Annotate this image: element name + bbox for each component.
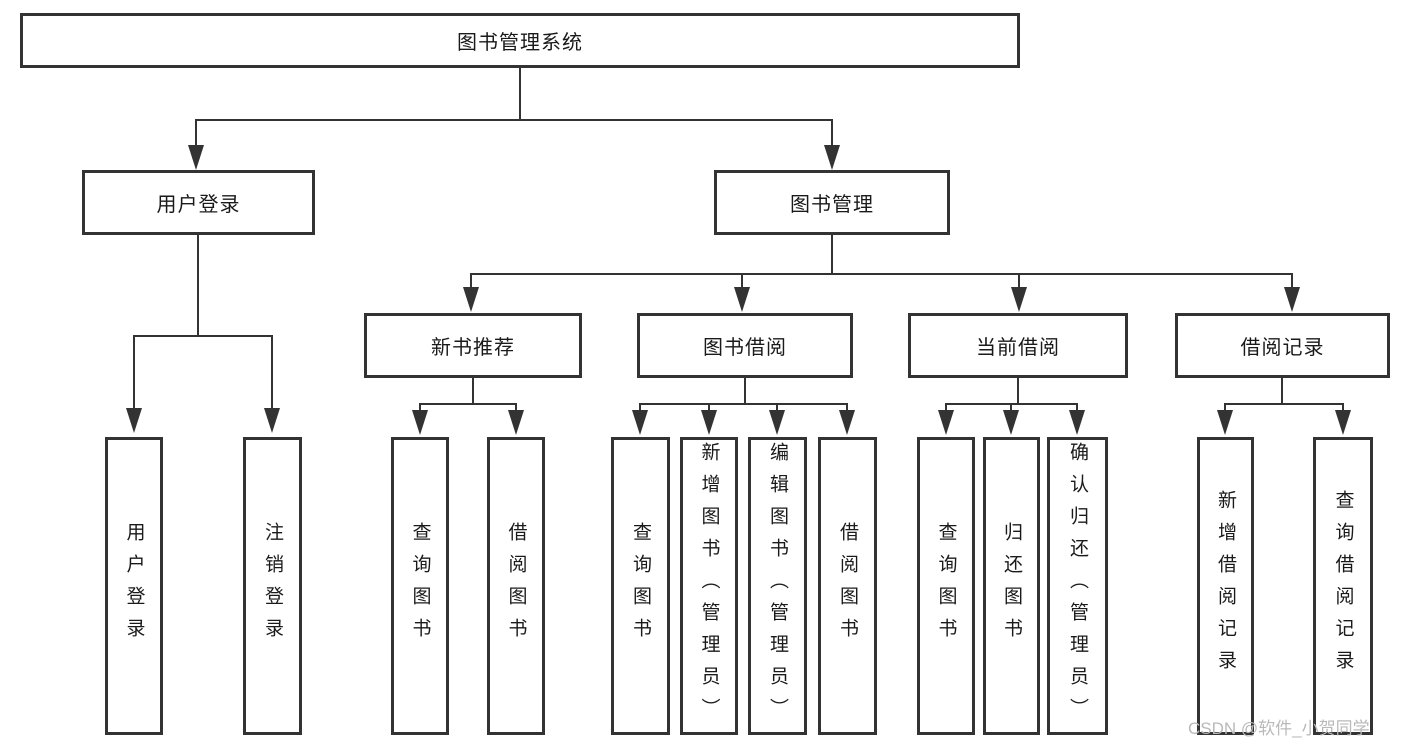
connector-line (197, 235, 199, 337)
node-label: 当前借阅 (976, 337, 1060, 359)
connector-line (708, 403, 710, 411)
connector-line (1291, 273, 1293, 288)
leaf-user-login: 用户登录 (105, 437, 163, 735)
connector-line (639, 403, 641, 411)
connector-line (271, 335, 273, 409)
arrowhead-icon (701, 410, 717, 435)
leaf-borrow-books-2: 借阅图书 (818, 437, 877, 735)
connector-line (831, 235, 833, 275)
arrowhead-icon (188, 145, 204, 170)
arrowhead-icon (463, 287, 479, 312)
leaf-logout: 注销登录 (243, 437, 302, 735)
connector-line (470, 273, 1293, 275)
leaf-label: 借阅图书 (505, 522, 527, 650)
watermark: CSDN @软件_小贺同学 (1188, 719, 1370, 738)
connector-line (419, 403, 517, 405)
leaf-label: 查询借阅记录 (1332, 490, 1354, 682)
connector-line (519, 68, 521, 120)
leaf-query-books-3: 查询图书 (917, 437, 975, 735)
arrowhead-icon (734, 287, 750, 312)
connector-line (1342, 403, 1344, 411)
arrowhead-icon (508, 410, 524, 435)
arrowhead-icon (412, 410, 428, 435)
connector-line (195, 119, 197, 147)
leaf-label: 新增图书（管理员） (698, 442, 720, 730)
arrowhead-icon (1284, 287, 1300, 312)
connector-line (1224, 403, 1344, 405)
node-root-label: 图书管理系统 (457, 32, 583, 54)
connector-line (472, 378, 474, 405)
node-user-login-group: 用户登录 (82, 170, 315, 235)
node-current-borrow: 当前借阅 (908, 313, 1128, 378)
leaf-label: 确认归还（管理员） (1067, 442, 1088, 730)
node-label: 图书借阅 (703, 337, 787, 359)
arrowhead-icon (1217, 410, 1233, 435)
connector-line (1224, 403, 1226, 411)
leaf-query-books-2: 查询图书 (611, 437, 670, 735)
leaf-borrow-books-1: 借阅图书 (487, 437, 545, 735)
connector-line (744, 378, 746, 405)
connector-line (1017, 378, 1019, 405)
arrowhead-icon (1335, 410, 1351, 435)
node-label: 新书推荐 (431, 337, 515, 359)
arrowhead-icon (264, 408, 280, 433)
connector-line (639, 403, 848, 405)
connector-line (515, 403, 517, 411)
leaf-label: 编辑图书（管理员） (767, 442, 788, 730)
connector-line (1018, 273, 1020, 288)
leaf-label: 查询图书 (935, 522, 957, 650)
connector-line (133, 335, 135, 409)
connector-line (1010, 403, 1012, 411)
arrowhead-icon (938, 410, 954, 435)
leaf-return-book: 归还图书 (983, 437, 1040, 735)
arrowhead-icon (1003, 410, 1019, 435)
leaf-query-borrow-record: 查询借阅记录 (1313, 437, 1373, 735)
leaf-label: 用户登录 (123, 522, 145, 650)
leaf-label: 归还图书 (1001, 522, 1022, 650)
leaf-add-book-admin: 新增图书（管理员） (680, 437, 738, 735)
arrowhead-icon (824, 145, 840, 170)
arrowhead-icon (1069, 410, 1085, 435)
arrowhead-icon (632, 410, 648, 435)
leaf-label: 查询图书 (630, 522, 651, 650)
node-root: 图书管理系统 (20, 13, 1020, 68)
connector-line (133, 335, 273, 337)
connector-line (945, 403, 947, 411)
leaf-label: 新增借阅记录 (1215, 490, 1236, 682)
connector-line (741, 273, 743, 288)
node-label: 借阅记录 (1240, 337, 1325, 359)
connector-line (846, 403, 848, 411)
leaf-confirm-return-admin: 确认归还（管理员） (1047, 437, 1108, 735)
leaf-edit-book-admin: 编辑图书（管理员） (748, 437, 807, 735)
node-book-management: 图书管理 (714, 170, 950, 235)
arrowhead-icon (126, 408, 142, 433)
arrowhead-icon (769, 410, 785, 435)
leaf-label: 查询图书 (409, 522, 431, 650)
node-label: 图书管理 (790, 194, 874, 216)
connector-line (419, 403, 421, 411)
node-book-borrow: 图书借阅 (637, 313, 853, 378)
connector-line (470, 273, 472, 288)
connector-line (1281, 378, 1283, 405)
leaf-add-borrow-record: 新增借阅记录 (1197, 437, 1254, 735)
node-label: 用户登录 (156, 194, 241, 216)
leaf-label: 借阅图书 (837, 522, 858, 650)
leaf-label: 注销登录 (262, 522, 283, 650)
arrowhead-icon (1011, 287, 1027, 312)
node-new-book-recommend: 新书推荐 (364, 313, 582, 378)
connector-line (776, 403, 778, 411)
arrowhead-icon (839, 410, 855, 435)
leaf-query-books-1: 查询图书 (391, 437, 449, 735)
connector-line (831, 119, 833, 147)
node-borrow-records: 借阅记录 (1175, 313, 1390, 378)
connector-line (1076, 403, 1078, 411)
connector-line (195, 119, 833, 121)
